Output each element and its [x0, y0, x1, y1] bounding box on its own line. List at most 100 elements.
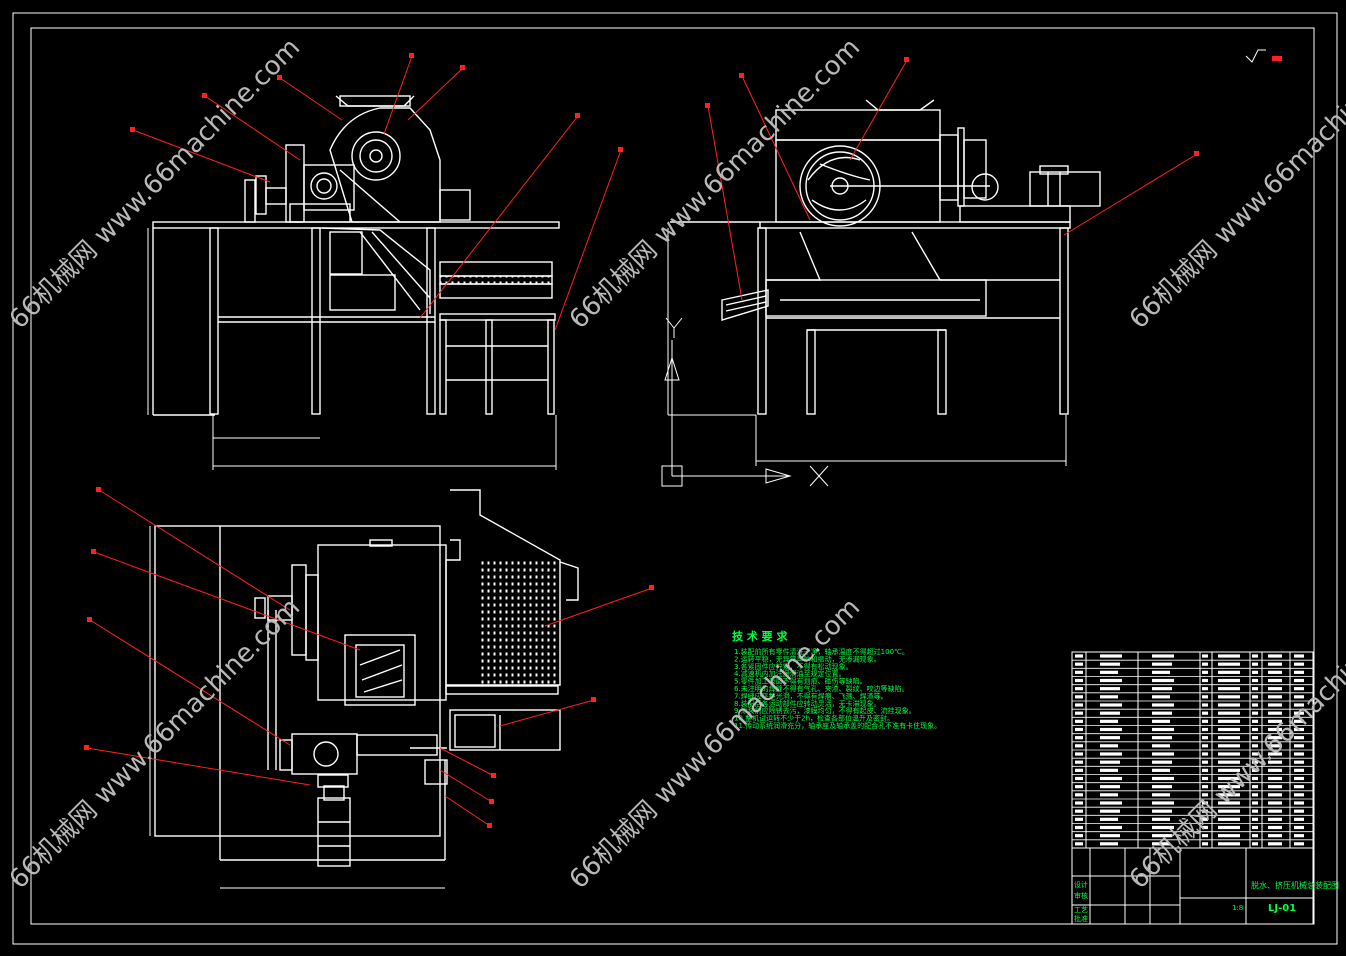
- tech-notes-lines: 1.装配前所有零件清洗干净，轴承温度不得超过100℃。2.运转平稳，无异常声响和…: [734, 647, 941, 730]
- parts-cell-text: [1252, 785, 1258, 789]
- parts-cell-text: [1218, 662, 1240, 666]
- parts-cell-text: [1252, 703, 1258, 707]
- parts-cell-text: [1152, 727, 1174, 732]
- parts-cell-text: [1202, 834, 1208, 838]
- parts-cell-text: [1268, 760, 1282, 764]
- parts-cell-text: [1100, 662, 1120, 666]
- watermark-text: 66机械网 www.66machine.com: [564, 593, 866, 895]
- parts-cell-text: [1218, 670, 1240, 674]
- tech-note-line: 11.传动系统润滑充分，轴承座及轴承盖的配合孔不准有卡住现象。: [734, 721, 941, 730]
- parts-cell-text: [1268, 752, 1282, 756]
- parts-cell-text: [1252, 834, 1258, 838]
- parts-cell-text: [1218, 785, 1240, 789]
- parts-cell-text: [1152, 687, 1172, 691]
- parts-cell-text: [1252, 670, 1258, 674]
- parts-cell-text: [1202, 785, 1208, 789]
- parts-cell-text: [1100, 776, 1122, 781]
- parts-cell-text: [1294, 842, 1304, 846]
- parts-cell-text: [1152, 678, 1174, 683]
- parts-cell-text: [1152, 834, 1172, 838]
- parts-cell-text: [1218, 703, 1240, 707]
- parts-cell-text: [1152, 793, 1170, 797]
- parts-cell-text: [1268, 711, 1282, 715]
- parts-cell-text: [1294, 793, 1304, 797]
- parts-cell-text: [1202, 801, 1208, 805]
- parts-cell-text: [1252, 695, 1258, 699]
- parts-cell-text: [1100, 785, 1120, 789]
- tech-notes-title: 技 术 要 求: [732, 629, 788, 643]
- parts-cell-text: [1100, 760, 1120, 764]
- parts-cell-text: [1202, 703, 1208, 707]
- title-label-design: 设计: [1074, 880, 1088, 889]
- parts-cell-text: [1202, 825, 1208, 830]
- drawing-name: 脱水、挤压机械总装配图: [1251, 880, 1339, 890]
- top-view: [149, 489, 579, 889]
- parts-cell-text: [1294, 768, 1304, 772]
- parts-cell-text: [1100, 687, 1120, 691]
- parts-cell-text: [1294, 744, 1304, 748]
- parts-cell-text: [1075, 719, 1083, 723]
- parts-cell-text: [1294, 678, 1304, 683]
- parts-cell-text: [1152, 817, 1170, 821]
- parts-cell-text: [1252, 727, 1258, 732]
- parts-cell-text: [1218, 817, 1240, 821]
- parts-cell-text: [1268, 825, 1282, 830]
- parts-cell-text: [1202, 662, 1208, 666]
- parts-cell-text: [1202, 842, 1208, 846]
- parts-cell-text: [1152, 670, 1170, 674]
- parts-cell-text: [1075, 670, 1083, 674]
- parts-cell-text: [1252, 719, 1258, 723]
- parts-cell-text: [1252, 736, 1258, 740]
- parts-cell-text: [1075, 776, 1083, 781]
- tech-note-line: 6.未注明的焊缝不得有气孔、夹渣、裂纹、咬边等缺陷。: [734, 684, 909, 693]
- parts-cell-text: [1075, 744, 1083, 748]
- parts-cell-text: [1202, 654, 1208, 658]
- parts-cell-text: [1268, 817, 1282, 821]
- parts-cell-text: [1252, 825, 1258, 830]
- parts-cell-text: [1218, 752, 1240, 756]
- leader-balloons: [84, 53, 1199, 828]
- sheet-frame: [12, 12, 1338, 945]
- parts-cell-text: [1100, 695, 1118, 699]
- parts-cell-text: [1268, 662, 1282, 666]
- parts-cell-text: [1075, 736, 1083, 740]
- parts-cell-text: [1218, 719, 1240, 723]
- parts-cell-text: [1075, 785, 1083, 789]
- parts-cell-text: [1202, 752, 1208, 756]
- parts-cell-text: [1252, 842, 1258, 846]
- tech-note-line: 5.零件加工表面不得有划痕、碰伤等缺陷。: [734, 677, 867, 686]
- parts-cell-text: [1075, 834, 1083, 838]
- parts-cell-text: [1100, 768, 1118, 772]
- parts-cell-text: [1294, 687, 1304, 691]
- parts-cell-text: [1075, 817, 1083, 821]
- parts-cell-text: [1218, 687, 1240, 691]
- parts-cell-text: [1100, 727, 1122, 732]
- parts-cell-text: [1218, 678, 1240, 683]
- parts-cell-text: [1100, 678, 1122, 683]
- parts-cell-text: [1202, 719, 1208, 723]
- parts-cell-text: [1218, 793, 1240, 797]
- parts-cell-text: [1218, 768, 1240, 772]
- parts-cell-text: [1252, 678, 1258, 683]
- parts-list-rows: [1072, 654, 1313, 846]
- parts-cell-text: [1075, 678, 1083, 683]
- parts-cell-text: [1294, 825, 1304, 830]
- parts-cell-text: [1294, 760, 1304, 764]
- parts-cell-text: [1218, 801, 1240, 805]
- parts-cell-text: [1294, 752, 1304, 756]
- parts-cell-text: [1294, 736, 1304, 740]
- parts-cell-text: [1218, 842, 1240, 846]
- parts-cell-text: [1268, 793, 1282, 797]
- parts-cell-text: [1202, 670, 1208, 674]
- parts-cell-text: [1152, 711, 1172, 715]
- parts-cell-text: [1075, 687, 1083, 691]
- parts-cell-text: [1252, 654, 1258, 658]
- parts-cell-text: [1075, 711, 1083, 715]
- parts-cell-text: [1075, 809, 1083, 813]
- parts-cell-text: [1075, 727, 1083, 732]
- parts-cell-text: [1075, 703, 1083, 707]
- parts-cell-text: [1218, 776, 1240, 781]
- parts-cell-text: [1252, 801, 1258, 805]
- parts-cell-text: [1152, 809, 1172, 813]
